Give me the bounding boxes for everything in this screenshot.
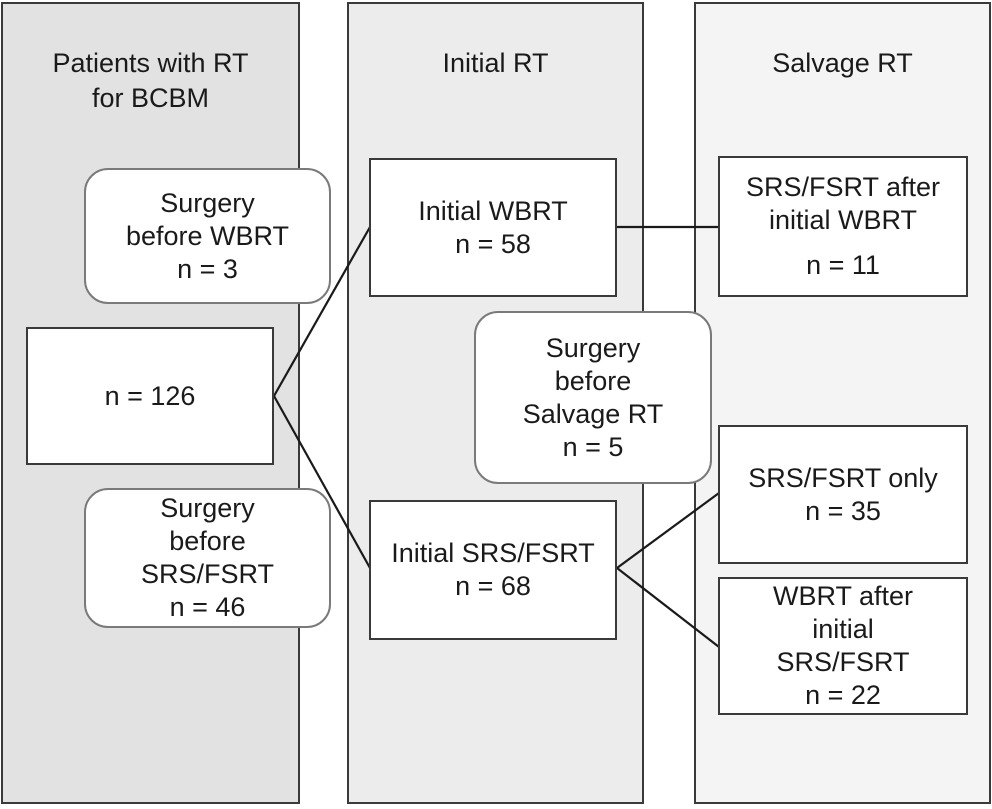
column-title-patients: Patients with RT for BCBM: [52, 48, 249, 113]
initial-srs-box: Initial SRS/FSRT n = 68: [369, 500, 617, 640]
wbrt-after-srs-box: WBRT after initial SRS/FSRT n = 22: [718, 577, 968, 715]
total-patients-box: n = 126: [26, 327, 274, 465]
srs-only-box: SRS/FSRT only n = 35: [718, 425, 968, 564]
column-title-salvage-rt: Salvage RT: [772, 48, 913, 78]
surgery-before-srs-box: Surgery before SRS/FSRT n = 46: [84, 488, 331, 628]
srs-after-wbrt-box: SRS/FSRT after initial WBRT n = 11: [718, 156, 968, 297]
column-title-initial-rt: Initial RT: [442, 48, 549, 78]
initial-wbrt-box: Initial WBRT n = 58: [369, 158, 617, 297]
surgery-before-salvage-box: Surgery before Salvage RT n = 5: [474, 311, 712, 484]
surgery-before-wbrt-box: Surgery before WBRT n = 3: [84, 168, 331, 304]
